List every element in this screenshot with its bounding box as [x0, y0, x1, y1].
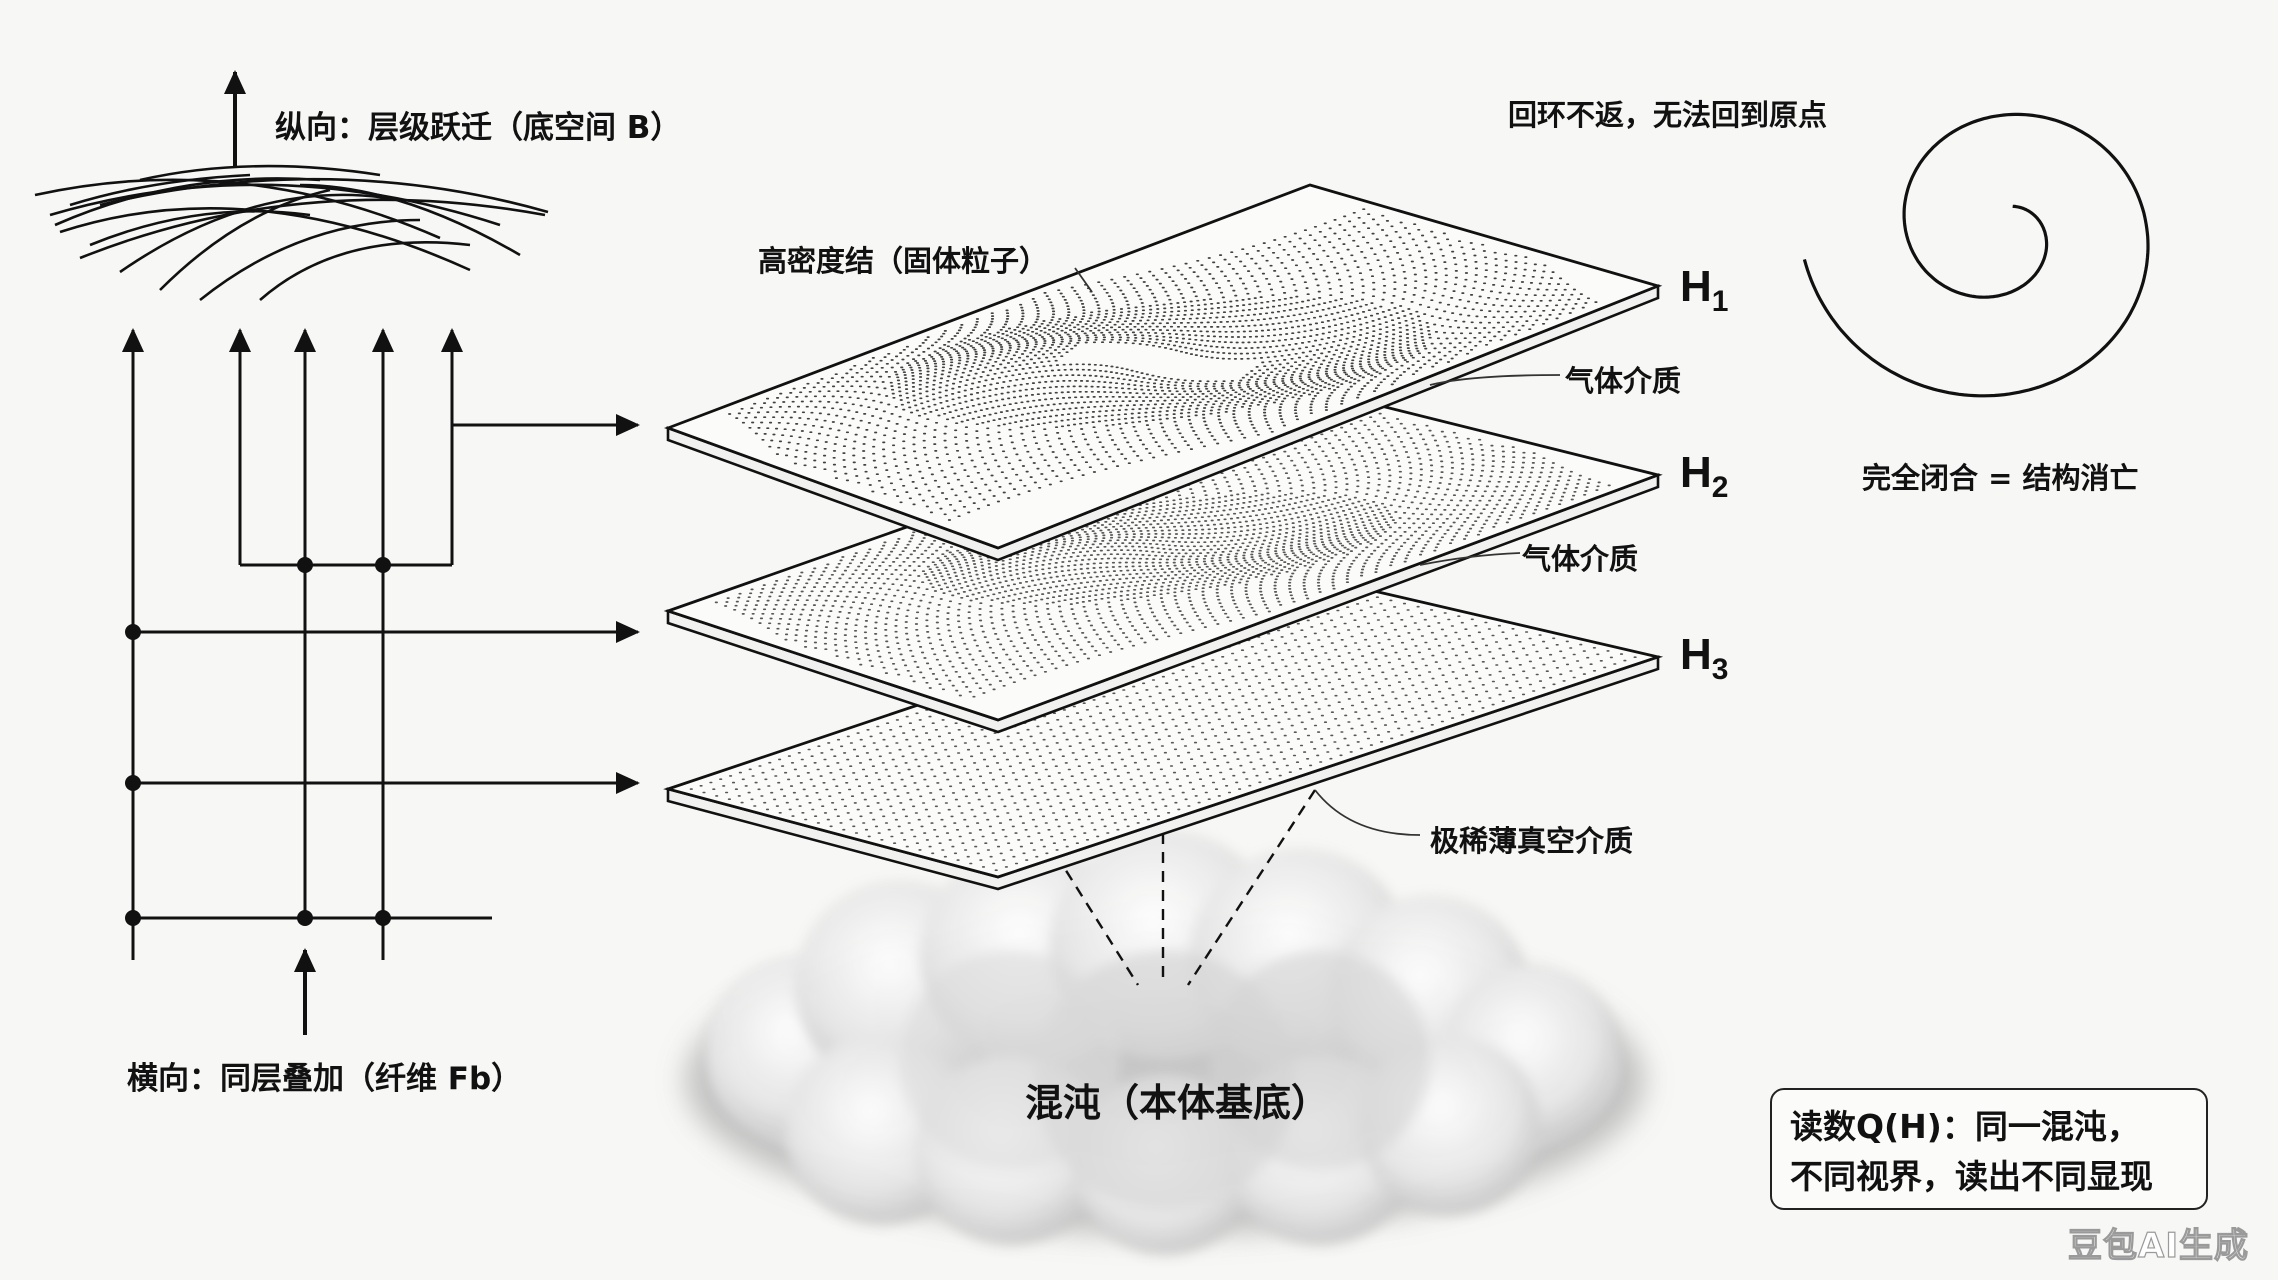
layer-label-h3: H3 — [1680, 630, 1729, 686]
watermark: 豆包AI生成 — [2067, 1225, 2249, 1266]
vacuum-medium-label: 极稀薄真空介质 — [1430, 824, 1634, 858]
plane-h1 — [663, 183, 1663, 562]
closure-note: 完全闭合 = 结构消亡 — [1862, 461, 2139, 495]
leader-lines — [1074, 267, 1561, 836]
layer-label-h2: H2 — [1680, 448, 1729, 504]
high-density-knot-label: 高密度结（固体粒子） — [758, 244, 1049, 278]
horizon-layers — [663, 183, 1664, 891]
readout-line-2: 不同视界，读出不同显现 — [1790, 1157, 2153, 1196]
gas-medium-label-1: 气体介质 — [1565, 364, 1682, 398]
horizontal-axis-label: 横向：同层叠加（纤维 Fb） — [127, 1061, 523, 1097]
vertical-axis-label: 纵向：层级跃迁（底空间 B） — [275, 110, 682, 146]
layer-label-h1: H1 — [1680, 262, 1729, 318]
spiral — [1802, 112, 2150, 398]
chaos-cloud — [685, 830, 1645, 1255]
gas-medium-label-2: 气体介质 — [1522, 542, 1639, 576]
readout-line-1: 读数Q(H)：同一混沌， — [1790, 1107, 2140, 1146]
spiral-note: 回环不返，无法回到原点 — [1508, 98, 1828, 132]
chaos-label: 混沌（本体基底） — [1025, 1081, 1330, 1125]
fiber-bundle-network — [34, 70, 640, 1035]
readout-box: 读数Q(H)：同一混沌， 不同视界，读出不同显现 — [1770, 1088, 2208, 1210]
junction-dots — [125, 557, 391, 926]
woven-arcs — [34, 164, 549, 302]
